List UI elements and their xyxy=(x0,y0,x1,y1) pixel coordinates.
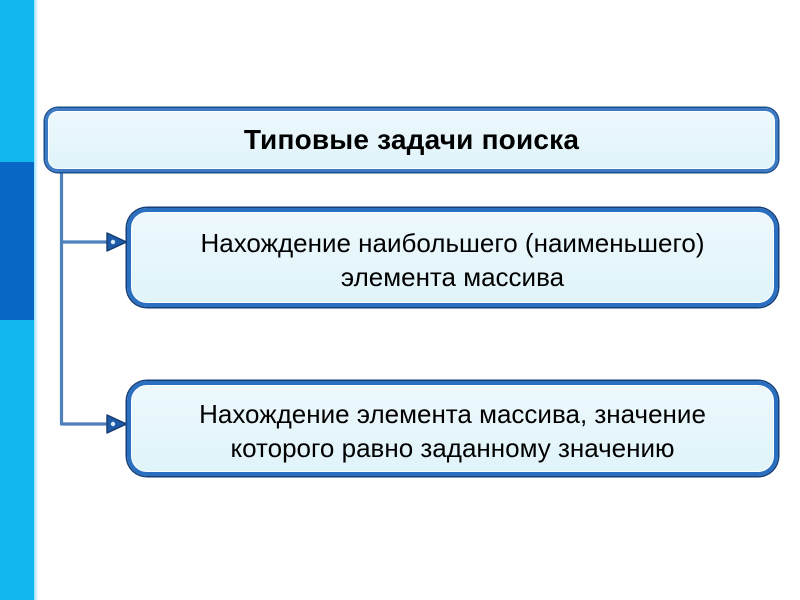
task-label: Нахождение наибольшего (наименьшего) эле… xyxy=(200,227,705,292)
task-box-find-equal-value: Нахождение элемента массива, значение ко… xyxy=(127,381,778,476)
arrow-right-icon xyxy=(106,414,128,434)
slide-title: Типовые задачи поиска xyxy=(243,124,580,155)
left-accent-stripe xyxy=(0,0,38,600)
left-accent-stripe-dark-segment xyxy=(0,162,34,320)
connector-elbow-line xyxy=(59,171,110,426)
arrow-right-icon xyxy=(106,232,128,252)
title-box: Типовые задачи поиска xyxy=(45,108,778,172)
task-label: Нахождение элемента массива, значение ко… xyxy=(199,398,706,463)
task-box-find-max-min: Нахождение наибольшего (наименьшего) эле… xyxy=(127,208,778,307)
